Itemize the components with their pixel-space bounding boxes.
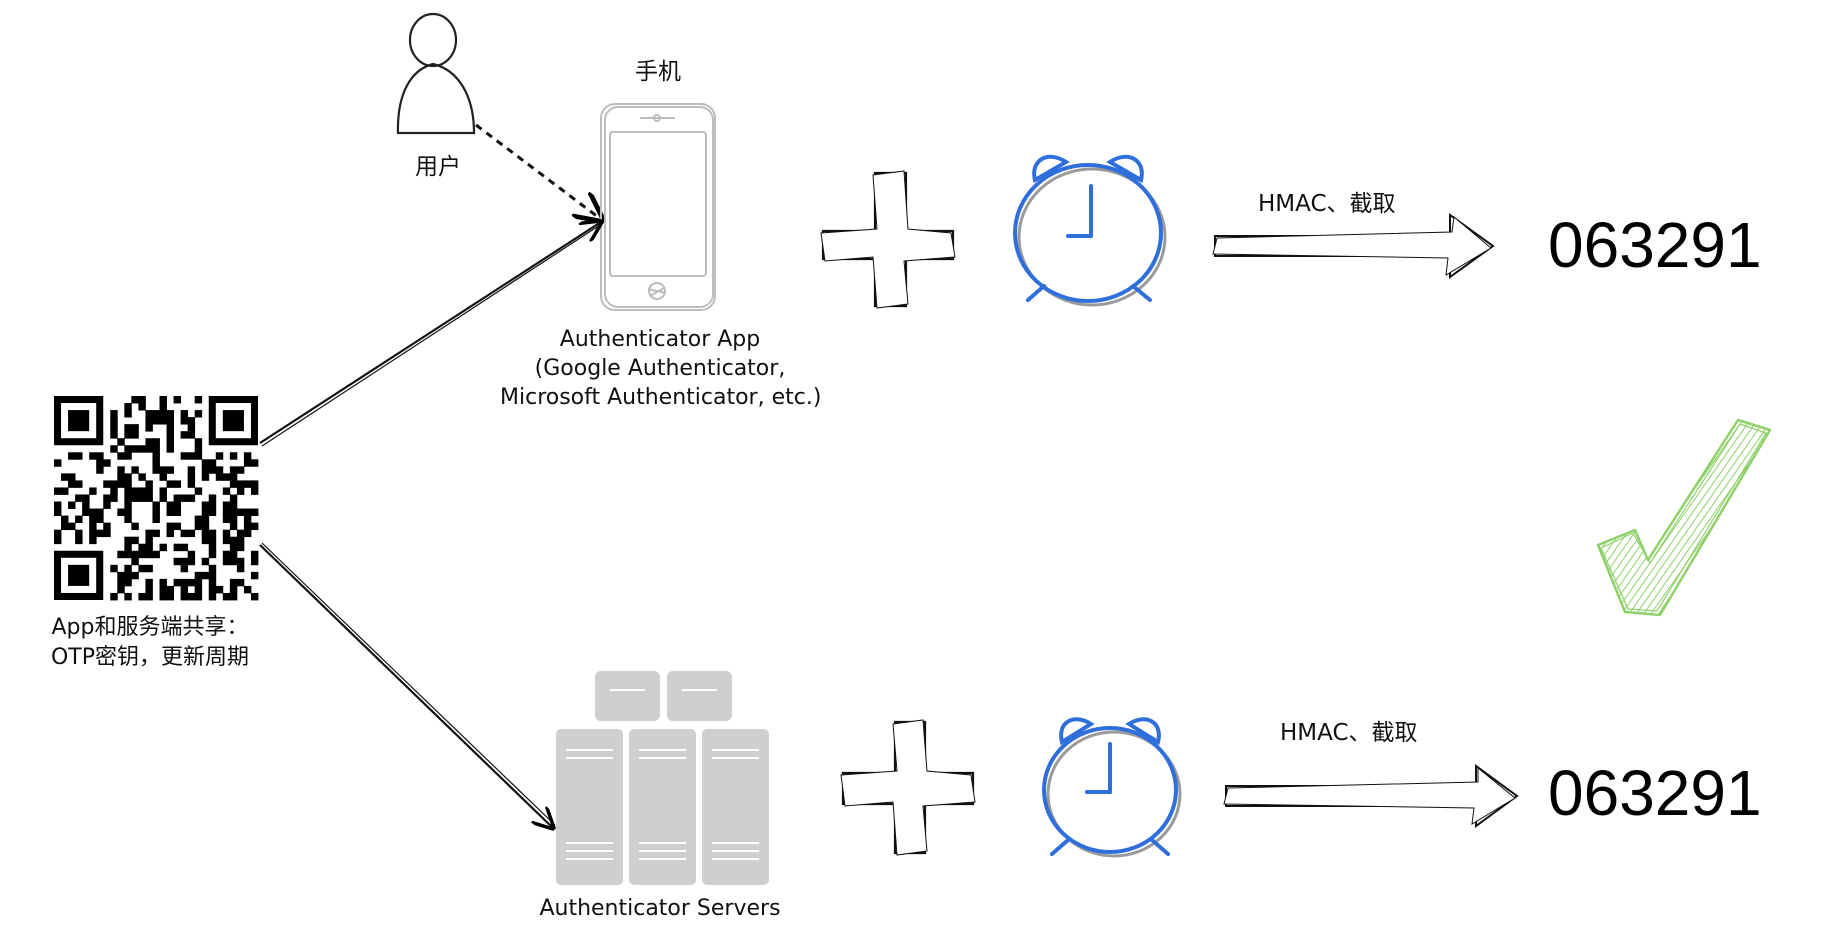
- otp-code-bottom: 063291: [1548, 757, 1762, 829]
- qr-label-line2: OTP密钥，更新周期: [50, 645, 250, 670]
- qr-label-line1: App和服务端共享：: [51, 615, 249, 640]
- phone-icon: [600, 103, 716, 311]
- app-label-line3: Microsoft Authenticator, etc.): [500, 385, 822, 410]
- qr-label: App和服务端共享： OTP密钥，更新周期: [30, 613, 270, 673]
- hmac-label-bottom: HMAC、截取: [1280, 720, 1418, 746]
- hmac-arrow-bottom: [1223, 764, 1519, 828]
- qr-to-app-arrow: [259, 222, 601, 447]
- user-to-phone-link: [475, 123, 602, 220]
- app-label-line2: (Google Authenticator,: [534, 356, 786, 381]
- server-label: Authenticator Servers: [539, 896, 781, 921]
- user-icon: [396, 12, 476, 135]
- hmac-label-top: HMAC、截取: [1258, 191, 1396, 217]
- user-label: 用户: [415, 154, 461, 180]
- phone-title: 手机: [635, 59, 681, 85]
- clock-icon-top: [1013, 154, 1167, 307]
- app-label-line1: Authenticator App: [559, 327, 761, 352]
- qr-to-server-arrow: [259, 542, 555, 828]
- hmac-arrow-top: [1212, 213, 1495, 279]
- check-icon: [1596, 418, 1772, 617]
- plus-icon-bottom: [840, 719, 976, 856]
- otp-code-top: 063291: [1548, 209, 1762, 281]
- app-label: Authenticator App (Google Authenticator,…: [500, 325, 822, 412]
- qr-code: [54, 396, 259, 601]
- clock-icon-bottom: [1042, 717, 1182, 858]
- plus-icon-top: [820, 170, 956, 309]
- server-cluster-icon: [556, 671, 769, 885]
